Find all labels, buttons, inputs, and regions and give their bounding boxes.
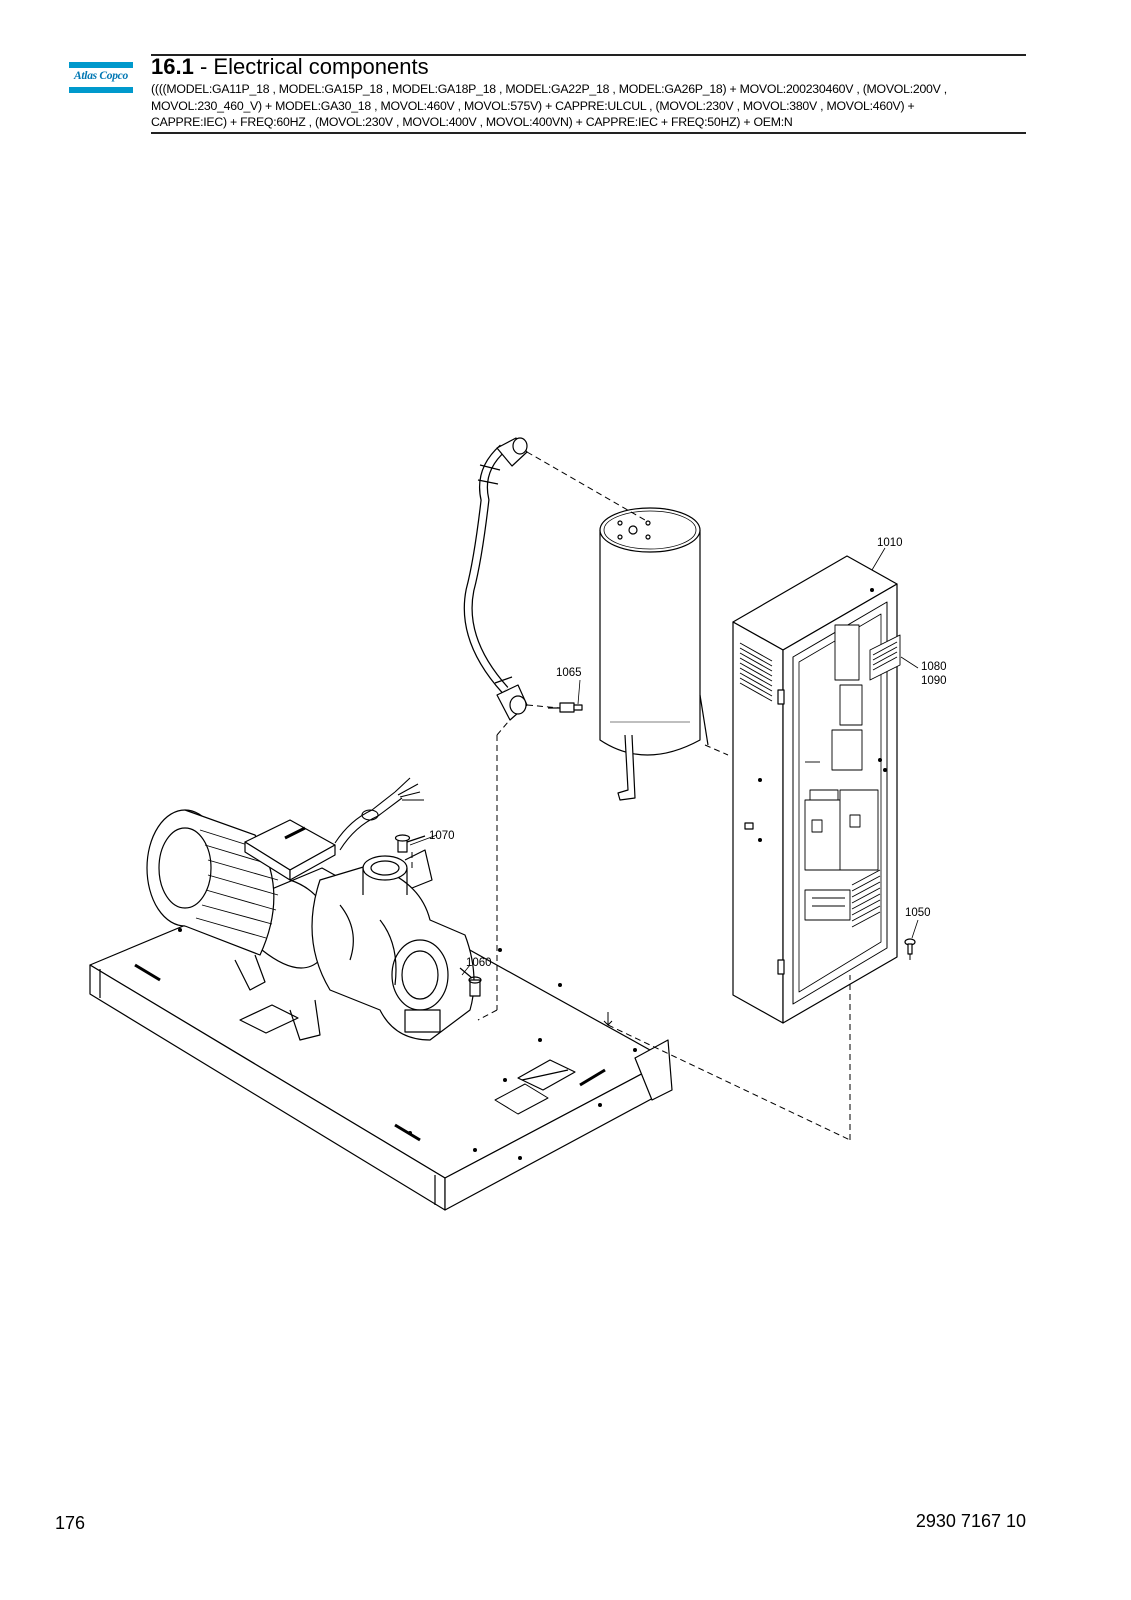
callout-1080: 1080 xyxy=(921,661,947,673)
part-1060-sensor xyxy=(459,967,482,997)
document-number: 2930 7167 10 xyxy=(915,1511,1026,1531)
logo-wordmark: Atlas Copco xyxy=(74,70,128,82)
callout-1050: 1050 xyxy=(905,907,931,919)
cable-bundle xyxy=(334,777,424,851)
callout-1060: 1060 xyxy=(466,957,492,969)
flexible-hose xyxy=(463,437,528,721)
header-bottom-rule xyxy=(151,132,1026,134)
logo-bottom-bar xyxy=(69,87,133,93)
callout-leader-lines xyxy=(409,547,919,976)
page-number: 176 xyxy=(55,1513,86,1533)
header-top-rule xyxy=(151,54,1026,56)
logo-top-bar xyxy=(69,62,133,68)
callout-1065: 1065 xyxy=(556,667,582,679)
air-receiver-vessel xyxy=(599,507,709,801)
applicability-expression: ((((MODEL:GA11P_18 , MODEL:GA15P_18 , MO… xyxy=(151,82,947,129)
atlas-copco-logo: Atlas Copco xyxy=(69,62,133,93)
part-1010-electrical-cabinet xyxy=(732,555,901,1024)
callout-1010: 1010 xyxy=(877,537,903,549)
callout-1070: 1070 xyxy=(429,830,455,842)
callout-1090: 1090 xyxy=(921,675,947,687)
section-number: 16.1 xyxy=(151,54,194,79)
part-1070-sensor xyxy=(394,834,426,853)
part-1050-screw xyxy=(904,938,916,955)
section-heading: 16.1 - Electrical components xyxy=(151,54,429,80)
electric-motor xyxy=(146,809,336,1041)
section-separator: - xyxy=(193,54,214,79)
compressor-element xyxy=(311,849,475,1041)
assembly-dash-lines xyxy=(411,451,911,1141)
part-1065-fitting xyxy=(548,702,583,713)
section-title: Electrical components xyxy=(213,54,429,79)
